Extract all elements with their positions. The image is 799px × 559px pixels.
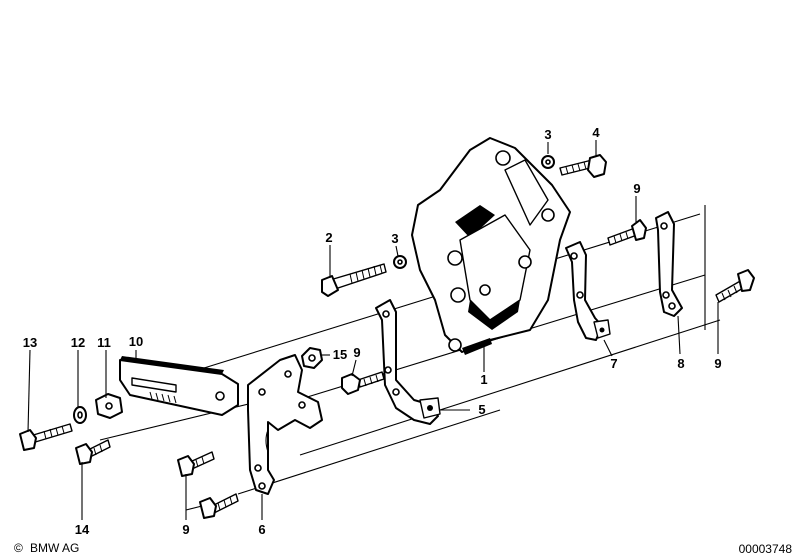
callout-14: 14: [75, 522, 90, 537]
callout-3-lower: 3: [391, 231, 398, 246]
footer: © BMW AG 00003748: [14, 541, 792, 556]
bolt-part-9-lower-a: [177, 451, 215, 477]
callout-8: 8: [677, 356, 684, 371]
callout-6: 6: [258, 522, 265, 537]
callout-13: 13: [23, 335, 37, 350]
callout-4: 4: [592, 125, 600, 140]
copyright-brand: BMW AG: [30, 541, 79, 555]
washer-part-12: [73, 406, 87, 424]
main-bracket-part-1: [411, 137, 571, 355]
callout-11: 11: [97, 335, 111, 350]
callout-7: 7: [610, 356, 617, 371]
diagram-number: 00003748: [739, 542, 793, 556]
slotted-plate-part-10: [119, 356, 239, 416]
bolt-part-14: [75, 439, 111, 465]
link-bracket-part-5: [375, 299, 441, 425]
clamp-bracket-part-6: [247, 354, 323, 495]
hex-bolt-part-4: [559, 154, 607, 178]
callout-10: 10: [129, 334, 143, 349]
callout-12: 12: [71, 335, 85, 350]
bolt-part-9-mid: [341, 371, 385, 395]
callout-9-lower: 9: [182, 522, 189, 537]
callout-15: 15: [333, 347, 347, 362]
callout-labels: 3 4 9 2 3 1 5 7 8 9 9 15 10 11 12 13 14 …: [23, 125, 722, 537]
callout-9-right: 9: [714, 356, 721, 371]
bracket-part-7: [565, 241, 611, 341]
leader-lines: [27, 140, 719, 520]
strap-part-8: [655, 211, 683, 317]
callout-2: 2: [325, 230, 332, 245]
bolt-part-9-lower-b: [199, 493, 239, 519]
copyright-symbol: ©: [14, 541, 23, 555]
nut-part-11: [95, 393, 123, 419]
callout-9-upper: 9: [633, 181, 640, 196]
callout-9-mid: 9: [353, 345, 360, 360]
bolt-part-13: [19, 423, 73, 451]
bolt-part-9-upper: [607, 219, 647, 246]
callout-3-upper: 3: [544, 127, 551, 142]
callout-1: 1: [480, 372, 487, 387]
assembly-lines: [99, 205, 721, 495]
callout-5: 5: [478, 402, 485, 417]
nut-part-15: [301, 347, 323, 369]
long-bolt-part-2: [321, 263, 387, 297]
bolt-part-9-right: [715, 269, 755, 303]
